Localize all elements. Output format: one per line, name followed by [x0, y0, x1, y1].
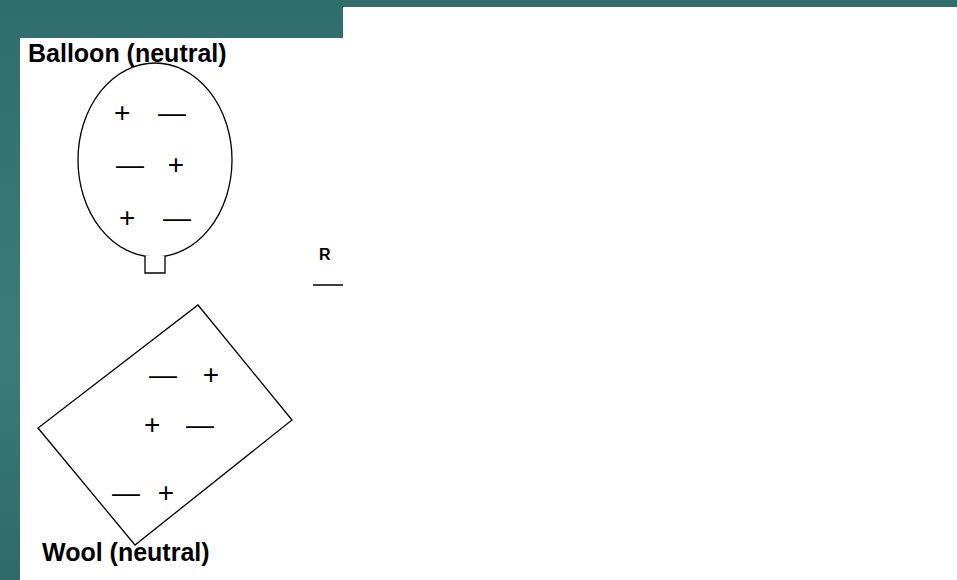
charge-pair: + — [144, 410, 214, 440]
drawing-panel [20, 38, 345, 580]
charge-pair: — + [149, 360, 219, 390]
charge-pair: — + [116, 150, 184, 180]
white-panel [343, 7, 957, 580]
balloon-knot [145, 256, 165, 273]
wool-node: Wool (neutral) — + + — — + [30, 300, 305, 575]
wool-outline [38, 305, 292, 545]
balloon-node: Balloon (neutral) + — — + + — [28, 38, 328, 283]
balloon-outline [78, 63, 232, 257]
charge-pair: + — [119, 203, 191, 233]
fragment-label: R [319, 245, 331, 265]
charge-pair: — + [112, 478, 174, 508]
object-label: Balloon (neutral) [28, 38, 227, 68]
underline [313, 284, 343, 286]
object-label: Wool (neutral) [42, 537, 210, 567]
charge-pair: + — [114, 98, 186, 128]
